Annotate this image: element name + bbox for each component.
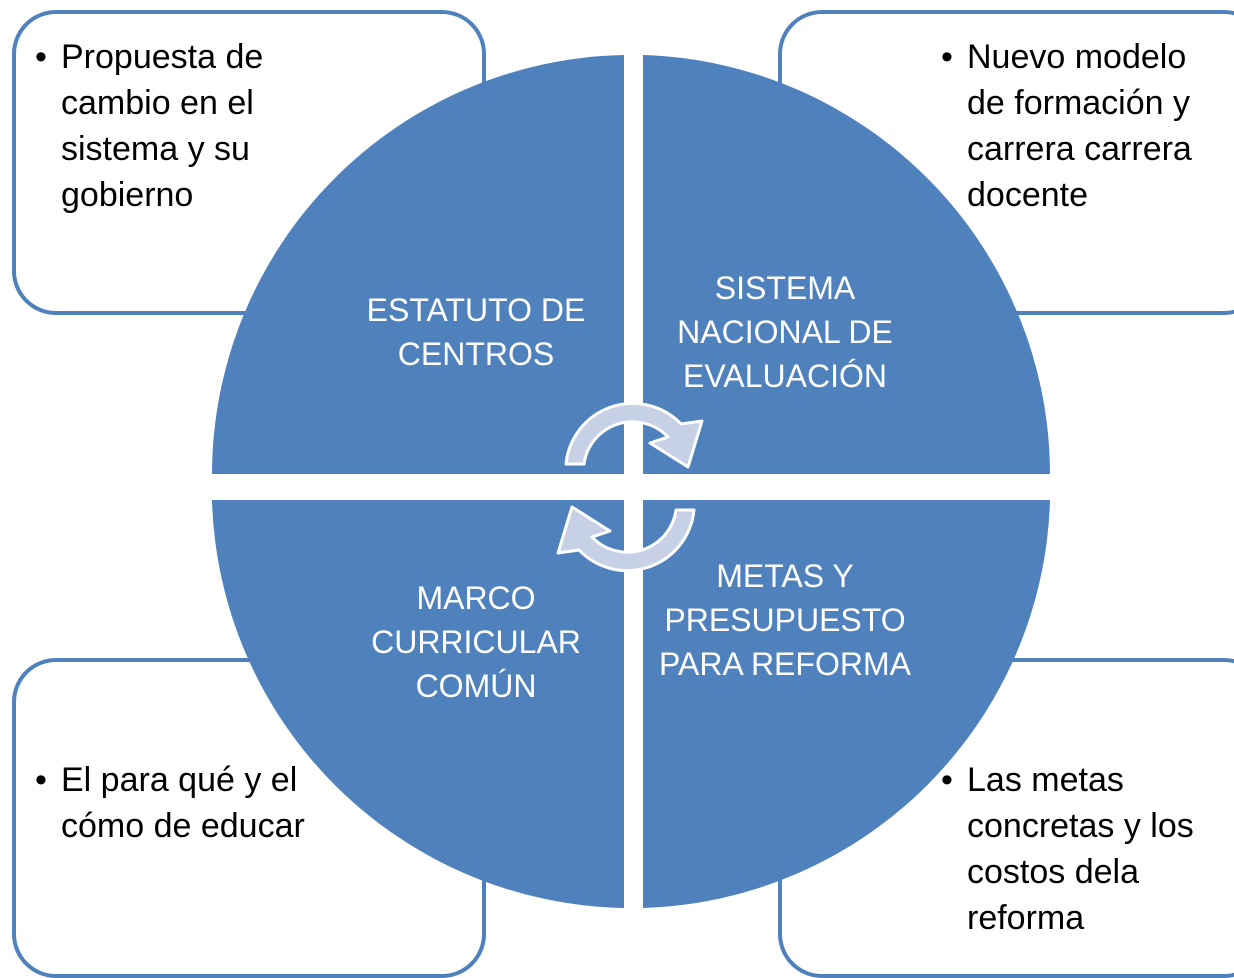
quadrant-top-right	[643, 55, 1050, 474]
quadrant-label-top-right: SISTEMA NACIONAL DE EVALUACIÓN	[677, 270, 893, 394]
bullet-item-bottom-right: • Las metas concretas y los costos dela …	[941, 757, 1209, 941]
bullet-glyph: •	[35, 38, 47, 76]
bullet-text: Nuevo modelo de formación y carrera carr…	[967, 38, 1192, 214]
bullet-text: Las metas concretas y los costos dela re…	[967, 761, 1194, 937]
bullet-glyph: •	[941, 761, 953, 799]
quadrant-label-bottom-left: MARCO CURRICULAR COMÚN	[371, 580, 581, 704]
quadrant-bottom-left	[212, 500, 624, 908]
quadrant-label-top-left: ESTATUTO DE CENTROS	[366, 292, 586, 372]
bullet-item-top-left: • Propuesta de cambio en el sistema y su…	[35, 34, 290, 218]
quadrant-label-bottom-right: METAS Y PRESUPUESTO PARA REFORMA	[659, 558, 911, 682]
bullet-item-bottom-left: • El para qué y el cómo de educar	[35, 757, 335, 849]
cycle-arrow-return-icon	[556, 505, 696, 573]
bullet-text: El para qué y el cómo de educar	[61, 761, 305, 845]
bullet-glyph: •	[941, 38, 953, 76]
bullet-item-top-right: • Nuevo modelo de formación y carrera ca…	[941, 34, 1209, 218]
quadrant-top-left	[212, 55, 624, 474]
bullet-text: Propuesta de cambio en el sistema y su g…	[61, 38, 264, 214]
cycle-arrow-clockwise-icon	[564, 401, 704, 469]
bullet-glyph: •	[35, 761, 47, 799]
quadrant-bottom-right	[643, 500, 1050, 908]
